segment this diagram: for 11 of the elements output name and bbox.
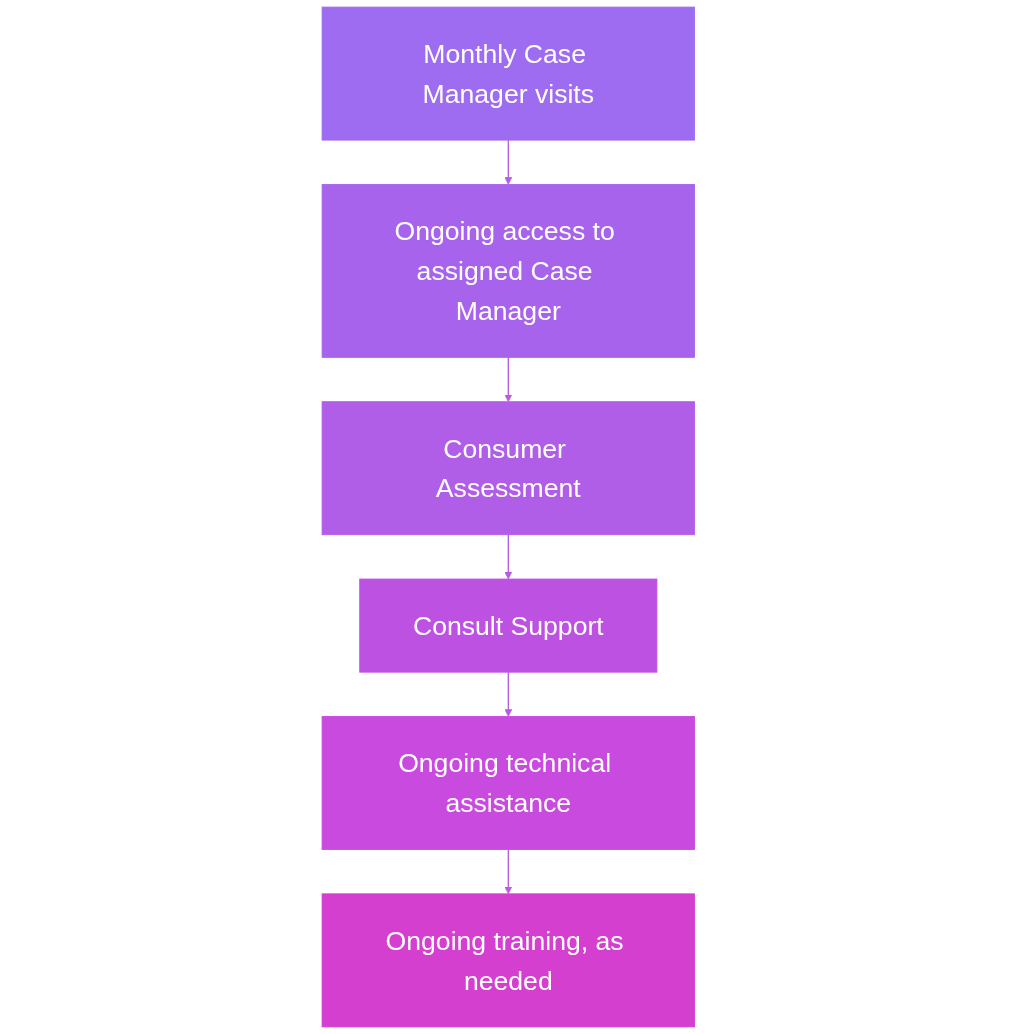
node-box: Ongoing technical assistance	[321, 716, 696, 850]
node-box: Monthly Case Manager visits	[321, 6, 696, 141]
arrow	[504, 356, 513, 403]
node-box: Consumer Assessment	[321, 401, 696, 536]
node-box: Ongoing access to assigned Case Manager	[321, 184, 696, 358]
arrow	[504, 534, 513, 580]
node-box: Consult Support	[359, 578, 658, 673]
arrow	[504, 671, 513, 717]
node-box: Ongoing training, as needed	[321, 893, 696, 1028]
arrow	[504, 139, 513, 185]
arrow	[504, 848, 513, 895]
